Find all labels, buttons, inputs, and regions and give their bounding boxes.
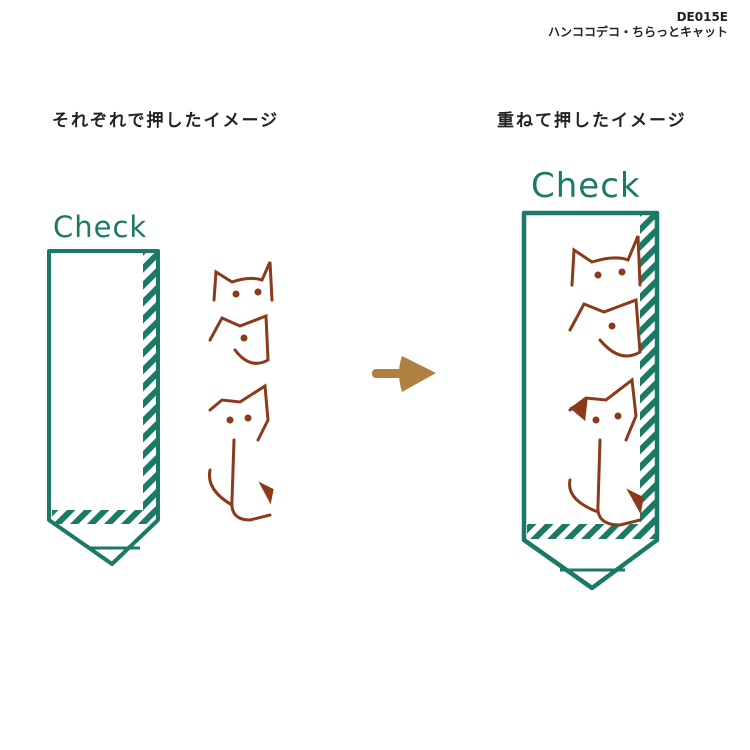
- left-stamp-frame: [47, 249, 160, 566]
- arrow-right-icon: [372, 356, 436, 392]
- product-info: DE015E ハンココデコ・ちらっとキャット: [548, 10, 728, 40]
- product-name: ハンココデコ・ちらっとキャット: [547, 25, 728, 39]
- right-cat-stamps: [568, 235, 644, 527]
- left-check-label: Check: [53, 210, 148, 244]
- left-caption: それぞれで押したイメージ: [52, 111, 280, 131]
- right-stamp-frame: [521, 210, 660, 591]
- right-caption: 重ねて押したイメージ: [497, 111, 687, 131]
- right-check-label: Check: [531, 166, 641, 206]
- product-code: DE015E: [676, 10, 728, 24]
- left-cat-stamps: [207, 261, 274, 522]
